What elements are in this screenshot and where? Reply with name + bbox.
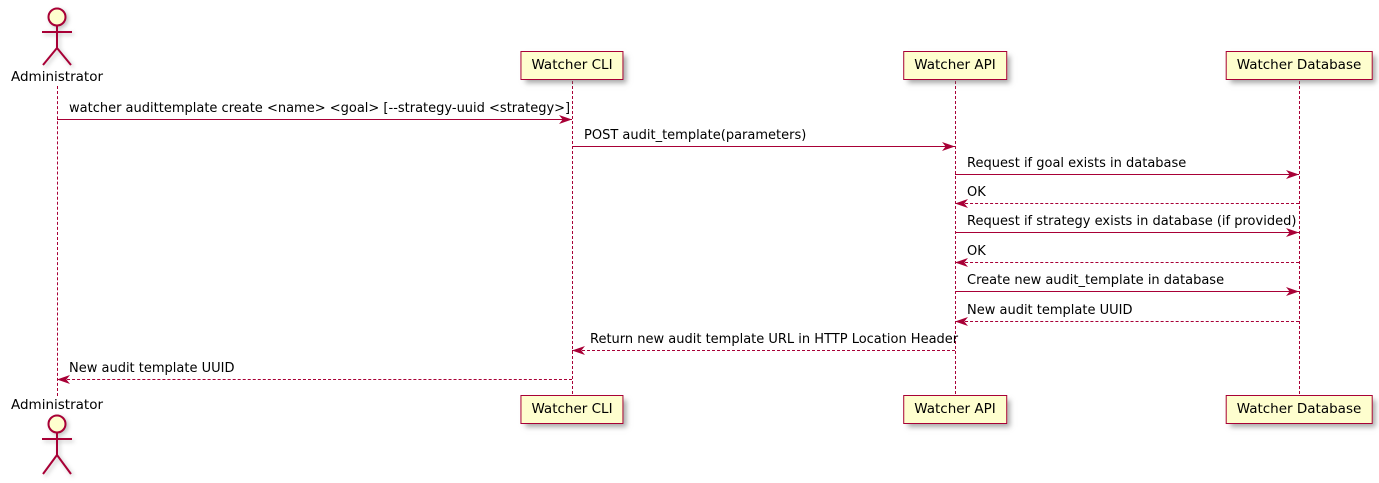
message-line: [955, 174, 1299, 175]
participant-label: Watcher API: [914, 57, 996, 73]
message-line: [57, 119, 572, 120]
participant-watcher-cli-top: Watcher CLI: [520, 51, 624, 80]
actor-administrator-top: [27, 5, 87, 67]
arrowhead-left-icon: [572, 346, 585, 355]
actor-label-administrator-top: Administrator: [10, 69, 104, 85]
message-label: Return new audit template URL in HTTP Lo…: [590, 332, 959, 347]
message-line: [955, 321, 1299, 322]
actor-icon: [42, 7, 72, 66]
participant-label: Watcher Database: [1236, 401, 1362, 417]
message-label: OK: [967, 244, 986, 259]
message-label: Request if goal exists in database: [967, 156, 1187, 171]
message-label: OK: [967, 185, 986, 200]
message-label: POST audit_template(parameters): [584, 128, 807, 143]
message-line: [57, 379, 572, 380]
message-label: Create new audit_template in database: [967, 273, 1225, 288]
participant-label: Watcher API: [914, 401, 996, 417]
participant-label: Watcher CLI: [531, 57, 613, 73]
message-line: [572, 146, 955, 147]
message-line: [955, 232, 1299, 233]
message-line: [955, 203, 1299, 204]
message-label: New audit template UUID: [967, 303, 1133, 318]
participant-label: Watcher Database: [1236, 57, 1362, 73]
arrowhead-left-icon: [57, 375, 70, 384]
message-label: New audit template UUID: [69, 361, 235, 376]
message-label: watcher audittemplate create <name> <goa…: [69, 101, 571, 116]
participant-label: Watcher CLI: [531, 401, 613, 417]
lifeline-watcher-database: [1299, 81, 1300, 394]
message-line: [955, 262, 1299, 263]
arrowhead-right-icon: [942, 142, 955, 151]
message-label: Request if strategy exists in database (…: [967, 214, 1297, 229]
arrowhead-left-icon: [955, 258, 968, 267]
message-line: [572, 350, 955, 351]
arrowhead-right-icon: [559, 115, 572, 124]
actor-icon: [42, 414, 72, 475]
actor-label-administrator-bottom: Administrator: [10, 397, 104, 413]
participant-watcher-database-top: Watcher Database: [1225, 51, 1373, 80]
arrowhead-right-icon: [1286, 228, 1299, 237]
lifeline-watcher-api: [955, 81, 956, 394]
arrowhead-right-icon: [1286, 287, 1299, 296]
arrowhead-right-icon: [1286, 170, 1299, 179]
lifeline-administrator: [57, 86, 58, 396]
participant-watcher-api-bottom: Watcher API: [903, 395, 1007, 424]
arrowhead-left-icon: [955, 199, 968, 208]
participant-watcher-database-bottom: Watcher Database: [1225, 395, 1373, 424]
actor-administrator-bottom: [27, 413, 87, 479]
participant-watcher-api-top: Watcher API: [903, 51, 1007, 80]
lifeline-watcher-cli: [572, 81, 573, 394]
participant-watcher-cli-bottom: Watcher CLI: [520, 395, 624, 424]
arrowhead-left-icon: [955, 317, 968, 326]
message-line: [955, 291, 1299, 292]
